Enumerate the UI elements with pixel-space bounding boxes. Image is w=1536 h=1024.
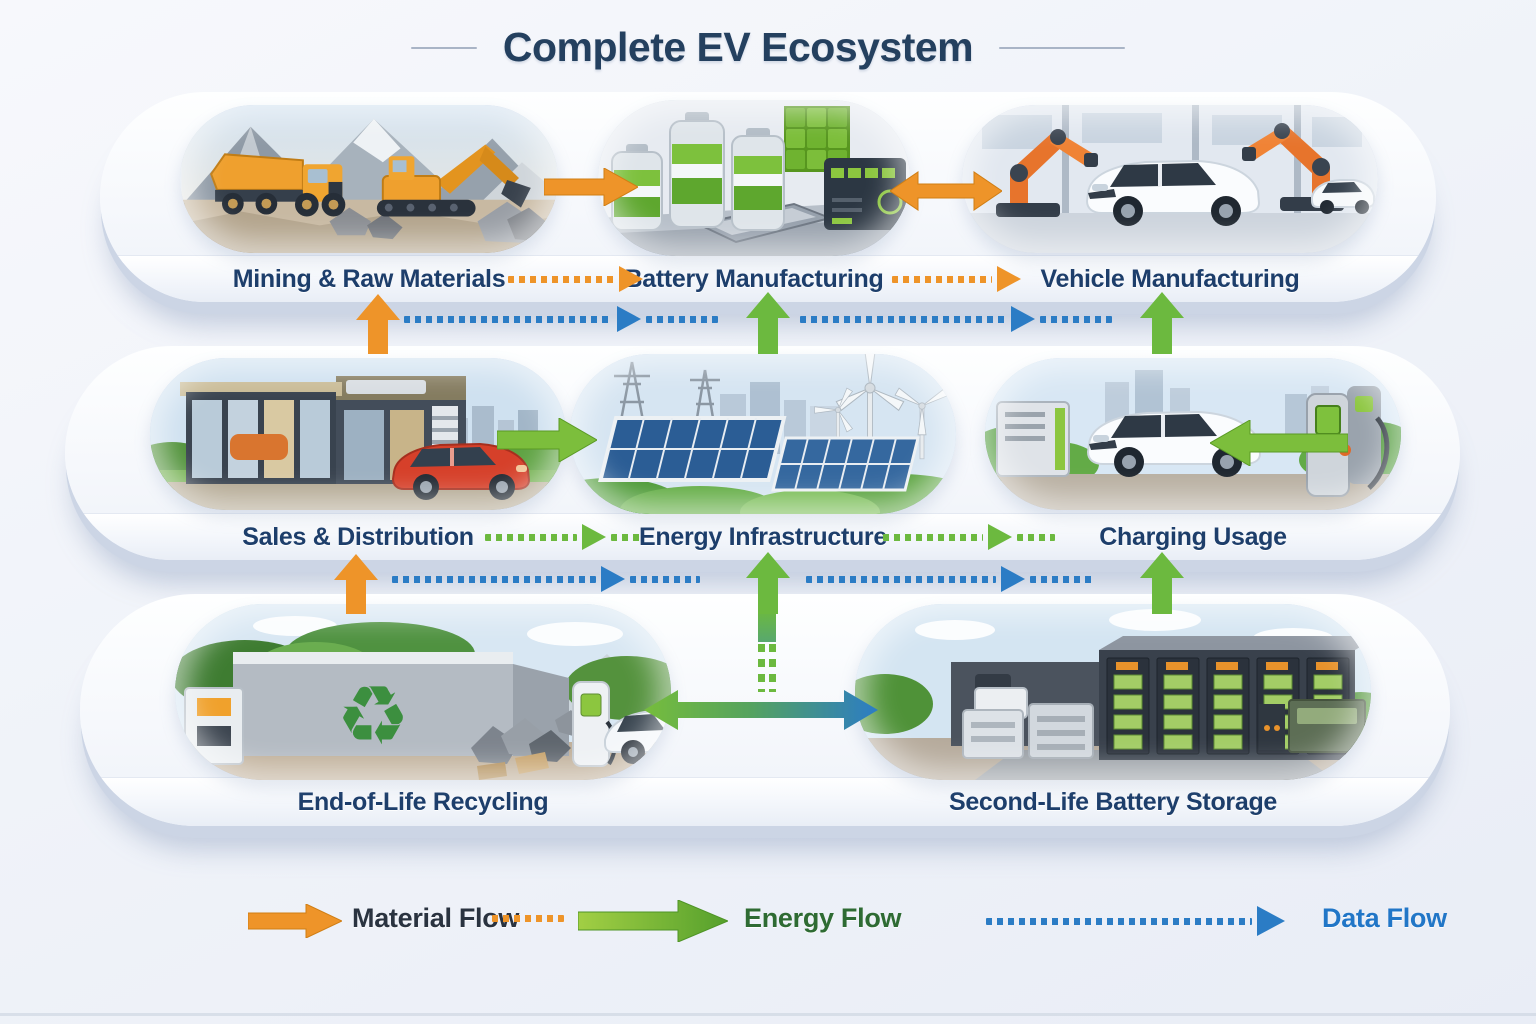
sales-label: Sales & Distribution — [242, 522, 474, 551]
data-dotted-arrow-row3-row2-right — [806, 566, 1118, 592]
excavator — [376, 144, 531, 217]
data-dotted-arrow-row2-row1-right — [800, 306, 1134, 332]
battery-racks — [1099, 636, 1371, 760]
white-car — [1085, 159, 1261, 226]
platform-row-1: Mining & Raw Materials Battery Manufactu… — [100, 92, 1436, 302]
dealership-building — [180, 376, 466, 484]
recycling-node-image: ♻ — [175, 604, 671, 780]
energy-dotted-arrow-energy-charging — [883, 524, 1061, 550]
platform-row-2: Sales & Distribution Energy Infrastructu… — [65, 346, 1460, 560]
white-car-small — [1311, 179, 1375, 214]
vehicle-label: Vehicle Manufacturing — [1040, 264, 1300, 293]
sales-distribution-illustration — [150, 358, 566, 510]
battery-label: Battery Manufacturing — [624, 264, 884, 293]
green-container — [1288, 699, 1366, 753]
charging-label: Charging Usage — [1099, 522, 1287, 551]
legend-data-label: Data Flow — [1322, 903, 1447, 933]
storage-node-image — [855, 604, 1371, 780]
material-up-arrow-sales-to-mining — [356, 294, 400, 354]
row3-label-band — [80, 777, 1450, 826]
robot-arm-left — [996, 129, 1098, 217]
data-dotted-arrow-row3-row2-left — [392, 566, 722, 592]
vehicle-node-image — [962, 105, 1378, 253]
material-up-arrow-recycling-to-sales — [334, 554, 378, 614]
energy-node-image — [570, 354, 956, 514]
wind-turbines — [814, 354, 950, 460]
title-rule-left — [410, 46, 477, 49]
energy-arrow-sales-to-energy — [497, 418, 597, 462]
charging-pillar — [572, 681, 617, 767]
second-life-storage-illustration — [855, 604, 1371, 780]
white-car-partial — [604, 710, 671, 764]
material-dotted-arrow-battery-vehicle — [892, 266, 1024, 292]
dump-truck — [210, 153, 346, 217]
transmission-towers — [614, 361, 720, 427]
energy-up-arrow-storage-to-charging — [1140, 552, 1184, 614]
energy-up-arrow-energy-to-battery — [746, 292, 790, 354]
legend-material-arrow — [248, 904, 342, 938]
battery-node-image — [598, 100, 910, 256]
testing-machine — [824, 158, 906, 230]
title-row: Complete EV Ecosystem — [0, 24, 1536, 71]
energy-tail-dashed-left — [758, 644, 765, 692]
material-arrow-battery-vehicle-bidirectional — [890, 171, 1002, 211]
bottom-rule — [0, 1013, 1536, 1016]
storage-label: Second-Life Battery Storage — [948, 787, 1278, 816]
battery-cells — [611, 112, 785, 231]
mining-label: Mining & Raw Materials — [232, 264, 506, 293]
energy-data-arrow-storage-recycling-bidirectional — [644, 690, 878, 730]
title-rule-right — [999, 46, 1126, 49]
energy-arrow-charging-to-energy — [1210, 420, 1348, 466]
mining-illustration — [181, 105, 557, 253]
platform-row-3: End-of-Life Recycling Second-Life Batter… — [80, 594, 1450, 826]
end-of-life-recycling-illustration: ♻ — [175, 604, 671, 780]
vehicle-manufacturing-illustration — [962, 105, 1378, 253]
recycling-label: End-of-Life Recycling — [297, 787, 549, 816]
charging-stations — [1306, 386, 1390, 497]
battery-cabinet — [996, 401, 1070, 477]
legend-energy-label: Energy Flow — [744, 903, 902, 933]
energy-dotted-arrow-sales-energy — [485, 524, 647, 550]
factory-windows — [982, 105, 1362, 215]
energy-label: Energy Infrastructure — [639, 522, 887, 551]
legend-material-dots — [492, 915, 564, 922]
solar-panels — [598, 416, 920, 492]
row2-label-band — [65, 513, 1460, 560]
energy-tail-solid — [758, 610, 776, 642]
charging-usage-illustration — [985, 358, 1401, 510]
white-machinery — [962, 687, 1094, 759]
data-dotted-arrow-row2-row1-left — [404, 306, 740, 332]
recycling-machine — [184, 687, 244, 765]
legend-energy-arrow — [578, 900, 728, 942]
energy-tail-dashed-right — [769, 644, 776, 692]
energy-up-arrow-row3-to-energy — [746, 552, 790, 614]
red-car — [391, 442, 531, 500]
small-cabinet — [1259, 704, 1285, 750]
energy-infrastructure-illustration — [570, 354, 956, 514]
battery-rubble-pile — [471, 710, 585, 780]
tree — [855, 674, 933, 734]
page-title: Complete EV Ecosystem — [502, 24, 974, 70]
material-arrow-mining-to-battery — [544, 168, 638, 206]
legend-data-dots-arrow — [986, 906, 1286, 936]
recycle-icon: ♻ — [336, 669, 410, 764]
white-ev-car — [1086, 410, 1262, 477]
mining-node-image — [180, 105, 558, 253]
energy-up-arrow-charging-to-vehicle — [1140, 292, 1184, 354]
legend-material-label: Material Flow — [352, 903, 520, 933]
battery-manufacturing-illustration — [598, 100, 910, 256]
charging-node-image — [985, 358, 1401, 510]
material-dotted-arrow-mining-battery — [508, 266, 646, 292]
